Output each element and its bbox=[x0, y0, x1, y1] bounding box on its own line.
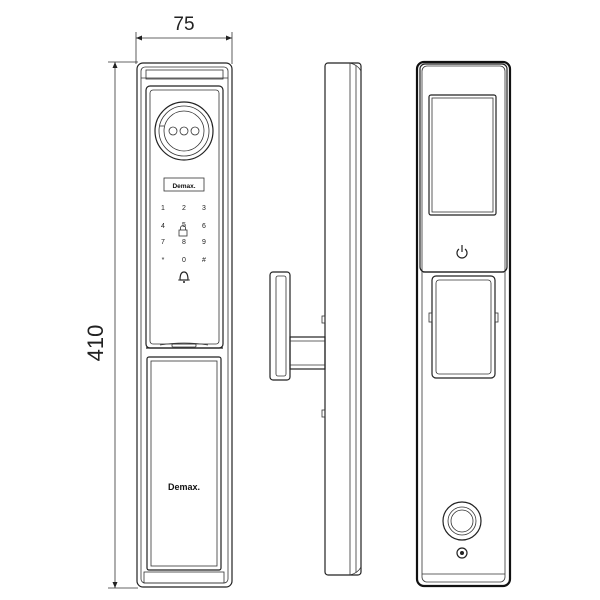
lock-icon bbox=[178, 225, 188, 237]
height-dimension-label: 410 bbox=[83, 325, 108, 362]
side-view bbox=[269, 62, 362, 576]
key-hash[interactable]: # bbox=[202, 257, 206, 264]
display-screen bbox=[428, 94, 497, 216]
power-icon[interactable] bbox=[456, 245, 468, 259]
brand-logo-top: Demax. bbox=[172, 183, 195, 190]
fingerprint-icon[interactable] bbox=[442, 501, 482, 541]
brand-logo-bottom: Demax. bbox=[168, 482, 200, 492]
side-handle bbox=[269, 271, 326, 381]
front-view: Demax. 1 2 3 4 5 6 7 8 9 * 0 # bbox=[136, 62, 233, 588]
key-6[interactable]: 6 bbox=[202, 223, 206, 230]
key-4[interactable]: 4 bbox=[161, 223, 165, 230]
key-7[interactable]: 7 bbox=[161, 239, 165, 246]
key-9[interactable]: 9 bbox=[202, 239, 206, 246]
key-2[interactable]: 2 bbox=[182, 205, 186, 212]
bell-icon[interactable] bbox=[178, 271, 190, 283]
reset-button[interactable] bbox=[456, 547, 468, 559]
width-dimension: 75 bbox=[135, 14, 233, 64]
key-0[interactable]: 0 bbox=[182, 257, 186, 264]
back-view bbox=[415, 60, 512, 588]
thumb-turn[interactable] bbox=[428, 275, 499, 379]
key-star[interactable]: * bbox=[162, 257, 165, 264]
key-3[interactable]: 3 bbox=[202, 205, 206, 212]
width-dimension-label: 75 bbox=[173, 14, 194, 35]
key-8[interactable]: 8 bbox=[182, 239, 186, 246]
height-dimension: 410 bbox=[83, 61, 138, 589]
camera-icon bbox=[154, 101, 214, 161]
key-1[interactable]: 1 bbox=[161, 205, 165, 212]
keypad: 1 2 3 4 5 6 7 8 9 * 0 # bbox=[161, 205, 206, 283]
